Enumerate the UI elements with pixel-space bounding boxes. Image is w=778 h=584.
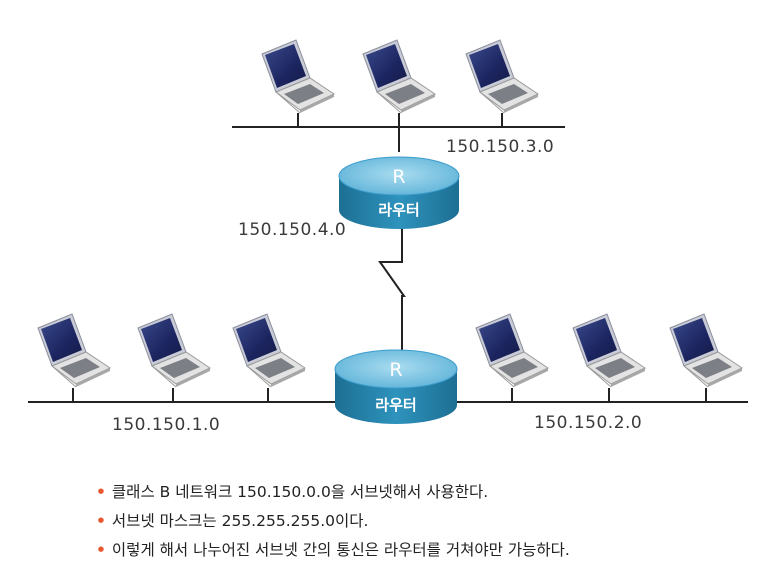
network-label-left: 150.150.1.0 xyxy=(112,415,220,435)
laptop-icon xyxy=(232,313,306,388)
router-name: 라우터 xyxy=(375,396,416,414)
note-text: 이렇게 해서 나누어진 서브넷 간의 통신은 라우터를 거쳐야만 가능하다. xyxy=(111,541,570,559)
laptop-icon xyxy=(362,39,436,114)
laptop-icon xyxy=(37,313,111,388)
network-label-right: 150.150.2.0 xyxy=(534,413,642,433)
bullet-icon: • xyxy=(96,541,106,559)
network-label-top: 150.150.3.0 xyxy=(446,137,554,157)
laptop-icon xyxy=(475,313,549,388)
note-item: • 이렇게 해서 나누어진 서브넷 간의 통신은 라우터를 거쳐야만 가능하다. xyxy=(96,536,756,565)
bullet-icon: • xyxy=(96,512,106,530)
router-icon: R 라우터 xyxy=(338,156,460,229)
router-icon: R 라우터 xyxy=(334,349,458,424)
note-text: 서브넷 마스크는 255.255.255.0이다. xyxy=(111,512,369,530)
laptop-icon xyxy=(572,313,646,388)
laptop-icon xyxy=(669,313,743,388)
laptop-icon xyxy=(137,313,211,388)
router-name: 라우터 xyxy=(378,201,419,219)
note-item: • 서브넷 마스크는 255.255.255.0이다. xyxy=(96,507,756,536)
router-symbol: R xyxy=(389,359,402,381)
notes-list: • 클래스 B 네트워크 150.150.0.0을 서브넷해서 사용한다. • 서브… xyxy=(96,478,756,565)
laptop-icon xyxy=(261,39,335,114)
bullet-icon: • xyxy=(96,483,106,501)
network-label-link: 150.150.4.0 xyxy=(238,220,346,240)
note-text: 클래스 B 네트워크 150.150.0.0을 서브넷해서 사용한다. xyxy=(111,483,489,501)
note-item: • 클래스 B 네트워크 150.150.0.0을 서브넷해서 사용한다. xyxy=(96,478,756,507)
laptop-icon xyxy=(465,39,539,114)
router-symbol: R xyxy=(392,166,405,188)
serial-link-icon xyxy=(378,222,406,350)
